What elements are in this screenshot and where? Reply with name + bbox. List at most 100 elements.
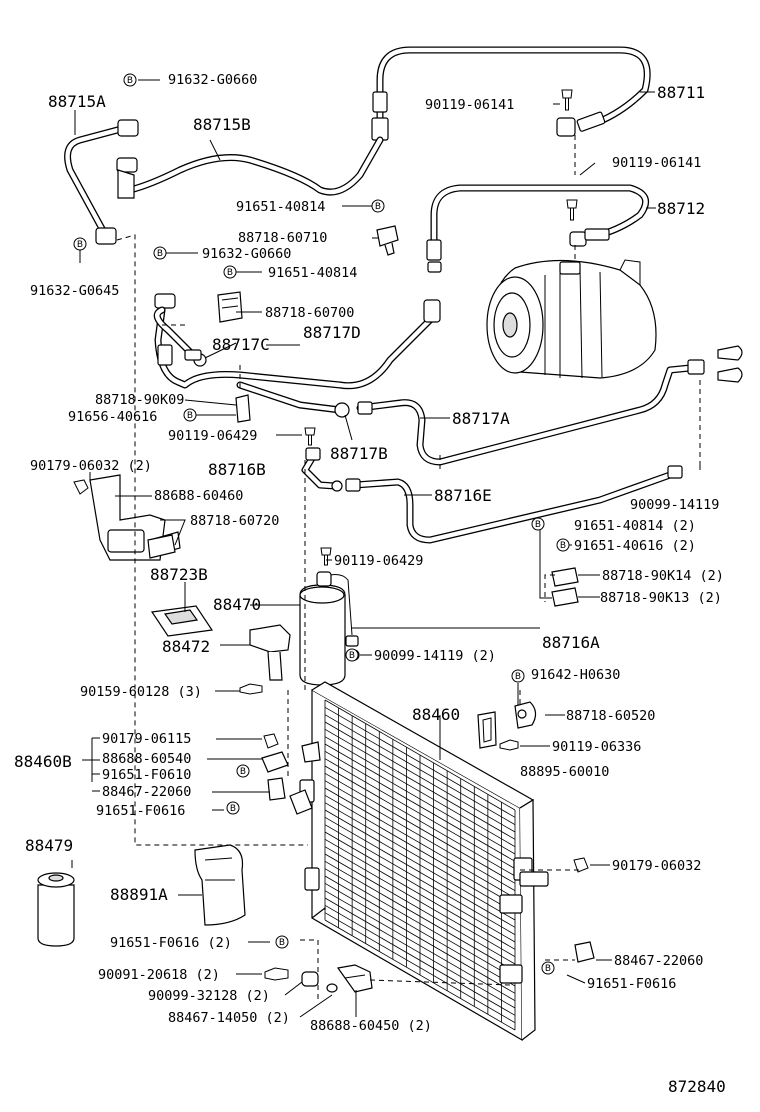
hose-88712 [426, 184, 650, 273]
svg-text:B: B [349, 651, 355, 661]
bolt-marker: B [153, 246, 167, 260]
hose-88717D [154, 293, 441, 390]
condenser-fin-h [324, 860, 516, 972]
label-91632-G0660-b: 91632-G0660 [202, 246, 291, 262]
condenser-fin-h [324, 706, 516, 818]
bolt-marker: B [183, 408, 197, 422]
condenser-fin-h [324, 736, 516, 848]
label-88470: 88470 [213, 595, 261, 614]
label-88460B: 88460B [14, 752, 72, 771]
hose-88716B [301, 447, 343, 492]
condenser-fin-h [324, 868, 516, 980]
condenser-fin-h [324, 728, 516, 840]
condenser-fin-h [324, 772, 516, 884]
label-91632-G0660-a: 91632-G0660 [168, 72, 257, 88]
label-88467-14050-2: 88467-14050 (2) [168, 1010, 290, 1026]
washer-88467-14050 [326, 983, 338, 993]
condenser-fin-h [324, 743, 516, 855]
condenser-fin-h [324, 824, 516, 936]
label-91651-F0616-a: 91651-F0616 [96, 803, 185, 819]
label-88895-60010: 88895-60010 [520, 764, 609, 780]
label-88717C: 88717C [212, 335, 270, 354]
clip-88688-60540 [261, 751, 289, 773]
label-90179-06032: 90179-06032 [612, 858, 701, 874]
clip-88718-60720 [147, 534, 176, 559]
label-88718-60720: 88718-60720 [190, 513, 279, 529]
label-88718-60710: 88718-60710 [238, 230, 327, 246]
label-91651-F0610: 91651-F0610 [102, 767, 191, 783]
condenser-fin-h [324, 904, 516, 1016]
label-91656-40616: 91656-40616 [68, 409, 157, 425]
condenser-fin-h [324, 780, 516, 892]
condenser-fin-h [324, 912, 516, 1024]
part-labels: 88715A 91632-G0660 88715B 88711 90119-06… [14, 72, 726, 1096]
label-88723B: 88723B [150, 565, 208, 584]
diagram-id: 872840 [668, 1077, 726, 1096]
bolt-marker: B [511, 669, 525, 683]
svg-text:B: B [157, 249, 163, 259]
condenser-fin-h [324, 721, 516, 833]
label-91642-H0630: 91642-H0630 [531, 667, 620, 683]
svg-text:B: B [560, 541, 566, 551]
bolt-marker: B [371, 199, 385, 213]
label-88472: 88472 [162, 637, 210, 656]
label-91651-40616-2: 91651-40616 (2) [574, 538, 696, 554]
svg-text:B: B [127, 76, 133, 86]
svg-text:B: B [375, 202, 381, 212]
bracket-88472 [249, 624, 291, 681]
clip-88718-90K14 [551, 567, 579, 587]
label-88891A: 88891A [110, 885, 168, 904]
clip-88688-60450 [336, 964, 373, 993]
label-88716E: 88716E [434, 486, 492, 505]
label-90099-14119-2: 90099-14119 (2) [374, 648, 496, 664]
condenser-fin-h [324, 714, 516, 826]
condenser-fin-h [324, 794, 516, 906]
label-88718-90K13-2: 88718-90K13 (2) [600, 590, 722, 606]
svg-text:B: B [77, 240, 83, 250]
label-88688-60540: 88688-60540 [102, 751, 191, 767]
label-91651-F0616-2: 91651-F0616 (2) [110, 935, 232, 951]
leader-lines [71, 79, 701, 1018]
clip-88718-60710 [376, 225, 399, 256]
condenser-fin-h [324, 890, 516, 1002]
label-90119-06429-b: 90119-06429 [334, 553, 423, 569]
label-90099-14119: 90099-14119 [630, 497, 719, 513]
label-90159-60128-3: 90159-60128 (3) [80, 684, 202, 700]
clip-88718-90K13 [551, 587, 579, 607]
svg-text:B: B [515, 672, 521, 682]
bracket-88718-60520 [514, 701, 537, 729]
hose-88717B [236, 381, 350, 418]
hose-88711 [371, 46, 651, 141]
svg-text:B: B [535, 520, 541, 530]
svg-text:B: B [227, 268, 233, 278]
condenser-fin-h [324, 838, 516, 950]
condenser-fin-h [324, 853, 516, 965]
label-91651-40814-a: 91651-40814 [236, 199, 325, 215]
condenser-fin-h [324, 758, 516, 870]
clip-88467-22060a [267, 777, 286, 801]
bolt-marker: B [223, 265, 237, 279]
label-91651-F0616-b: 91651-F0616 [587, 976, 676, 992]
label-88716A: 88716A [542, 633, 600, 652]
condenser-fin-h [324, 816, 516, 928]
condenser-fin-h [324, 875, 516, 987]
label-88467-22060-a: 88467-22060 [102, 784, 191, 800]
condenser-fin-h [324, 919, 516, 1031]
label-88715A: 88715A [48, 92, 106, 111]
label-88460: 88460 [412, 705, 460, 724]
guard-88891A [194, 844, 246, 926]
condenser-fin-h [324, 787, 516, 899]
label-88688-60450-2: 88688-60450 (2) [310, 1018, 432, 1034]
label-88717A: 88717A [452, 409, 510, 428]
label-88717D: 88717D [303, 323, 361, 342]
svg-text:B: B [230, 804, 236, 814]
hose-88716E [345, 465, 683, 544]
compressor [486, 259, 657, 379]
condenser-fin-h [324, 831, 516, 943]
bracket-condenser-side [289, 741, 321, 815]
bolt-marker: B [73, 237, 87, 251]
condenser-fin-h [324, 765, 516, 877]
label-90179-06032-2: 90179-06032 (2) [30, 458, 152, 474]
label-88717B: 88717B [330, 444, 388, 463]
